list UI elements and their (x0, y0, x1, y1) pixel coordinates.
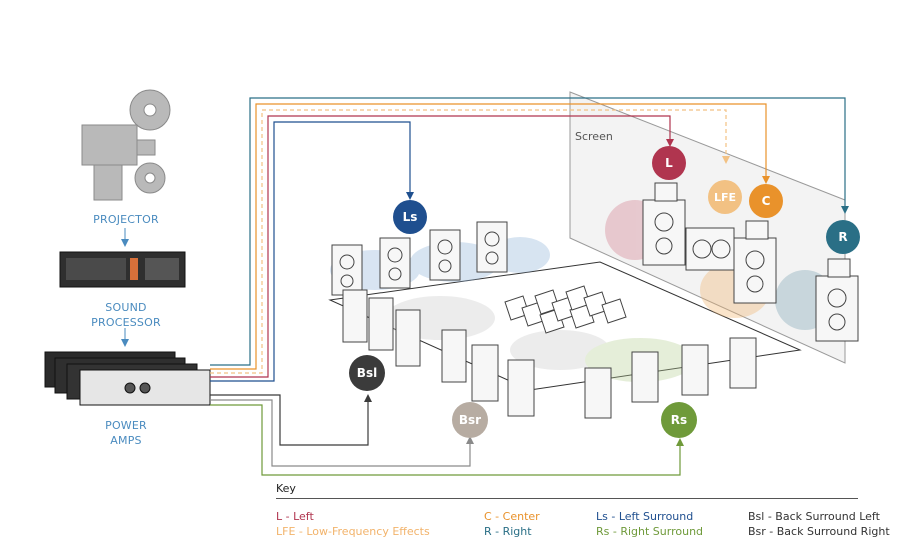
key-item-c: C - Center (484, 510, 540, 523)
speaker-rs-4 (729, 337, 757, 389)
key-item-ls: Ls - Left Surround (596, 510, 694, 523)
badge-l: L (652, 146, 686, 180)
signal-lines (210, 97, 849, 476)
line-bsl (210, 394, 372, 446)
speaker-rs-1 (584, 367, 612, 419)
power-amps-label-line1: POWER (105, 419, 147, 432)
speaker-l (642, 182, 686, 266)
screen-speakers (642, 182, 859, 342)
speaker-bs-3 (395, 309, 421, 367)
screen-label: Screen (575, 130, 613, 143)
speaker-ls-2 (379, 237, 411, 289)
power-amps-icon (44, 351, 211, 406)
sound-processor-label-line2: PROCESSOR (91, 316, 161, 329)
speaker-rs-3 (681, 344, 709, 396)
line-l (210, 115, 674, 378)
key-item-r: R - Right (484, 525, 532, 538)
key-item-bsr: Bsr - Back Surround Right (748, 525, 890, 538)
badge-c: C (749, 184, 783, 218)
badge-rs: Rs (661, 402, 697, 438)
key-item-lfe: LFE - Low-Frequency Effects (276, 525, 430, 538)
speaker-ls-4 (476, 221, 508, 273)
sound-processor-label-line1: SOUND (105, 301, 147, 314)
speaker-r (815, 258, 859, 342)
sound-processor-icon (59, 251, 186, 288)
line-bsr (210, 399, 474, 467)
theater-seats (504, 285, 627, 334)
line-lfe (210, 109, 730, 374)
line-r (210, 97, 849, 366)
speaker-ls-3 (429, 229, 461, 281)
speaker-bs-2 (368, 297, 394, 351)
power-amps-label-line2: AMPS (110, 434, 142, 447)
line-rs (210, 404, 684, 476)
speaker-bs-1 (342, 289, 368, 343)
projector-icon (81, 89, 171, 201)
key-item-bsl: Bsl - Back Surround Left (748, 510, 880, 523)
subwoofer-lfe (685, 227, 735, 271)
sound-processor-label: SOUND PROCESSOR (70, 300, 182, 330)
left-surround-speakers (331, 221, 508, 296)
speaker-c (733, 220, 777, 304)
speaker-bs-6 (507, 359, 535, 417)
key-title: Key (276, 482, 296, 495)
speaker-bs-4 (441, 329, 467, 383)
badge-ls: Ls (393, 200, 427, 234)
line-ls (210, 121, 414, 382)
speaker-rs-2 (631, 351, 659, 403)
badge-lfe: LFE (708, 180, 742, 214)
back-surround-speakers (342, 289, 757, 419)
power-amps-label: POWER AMPS (80, 418, 172, 448)
speaker-bs-5 (471, 344, 499, 402)
line-c (210, 103, 770, 370)
badge-bsr: Bsr (452, 402, 488, 438)
key-item-l: L - Left (276, 510, 314, 523)
badge-bsl: Bsl (349, 355, 385, 391)
speaker-ls-1 (331, 244, 363, 296)
key-item-rs: Rs - Right Surround (596, 525, 704, 538)
key-divider (276, 498, 858, 499)
projector-label: PROJECTOR (93, 213, 159, 226)
badge-r: R (826, 220, 860, 254)
